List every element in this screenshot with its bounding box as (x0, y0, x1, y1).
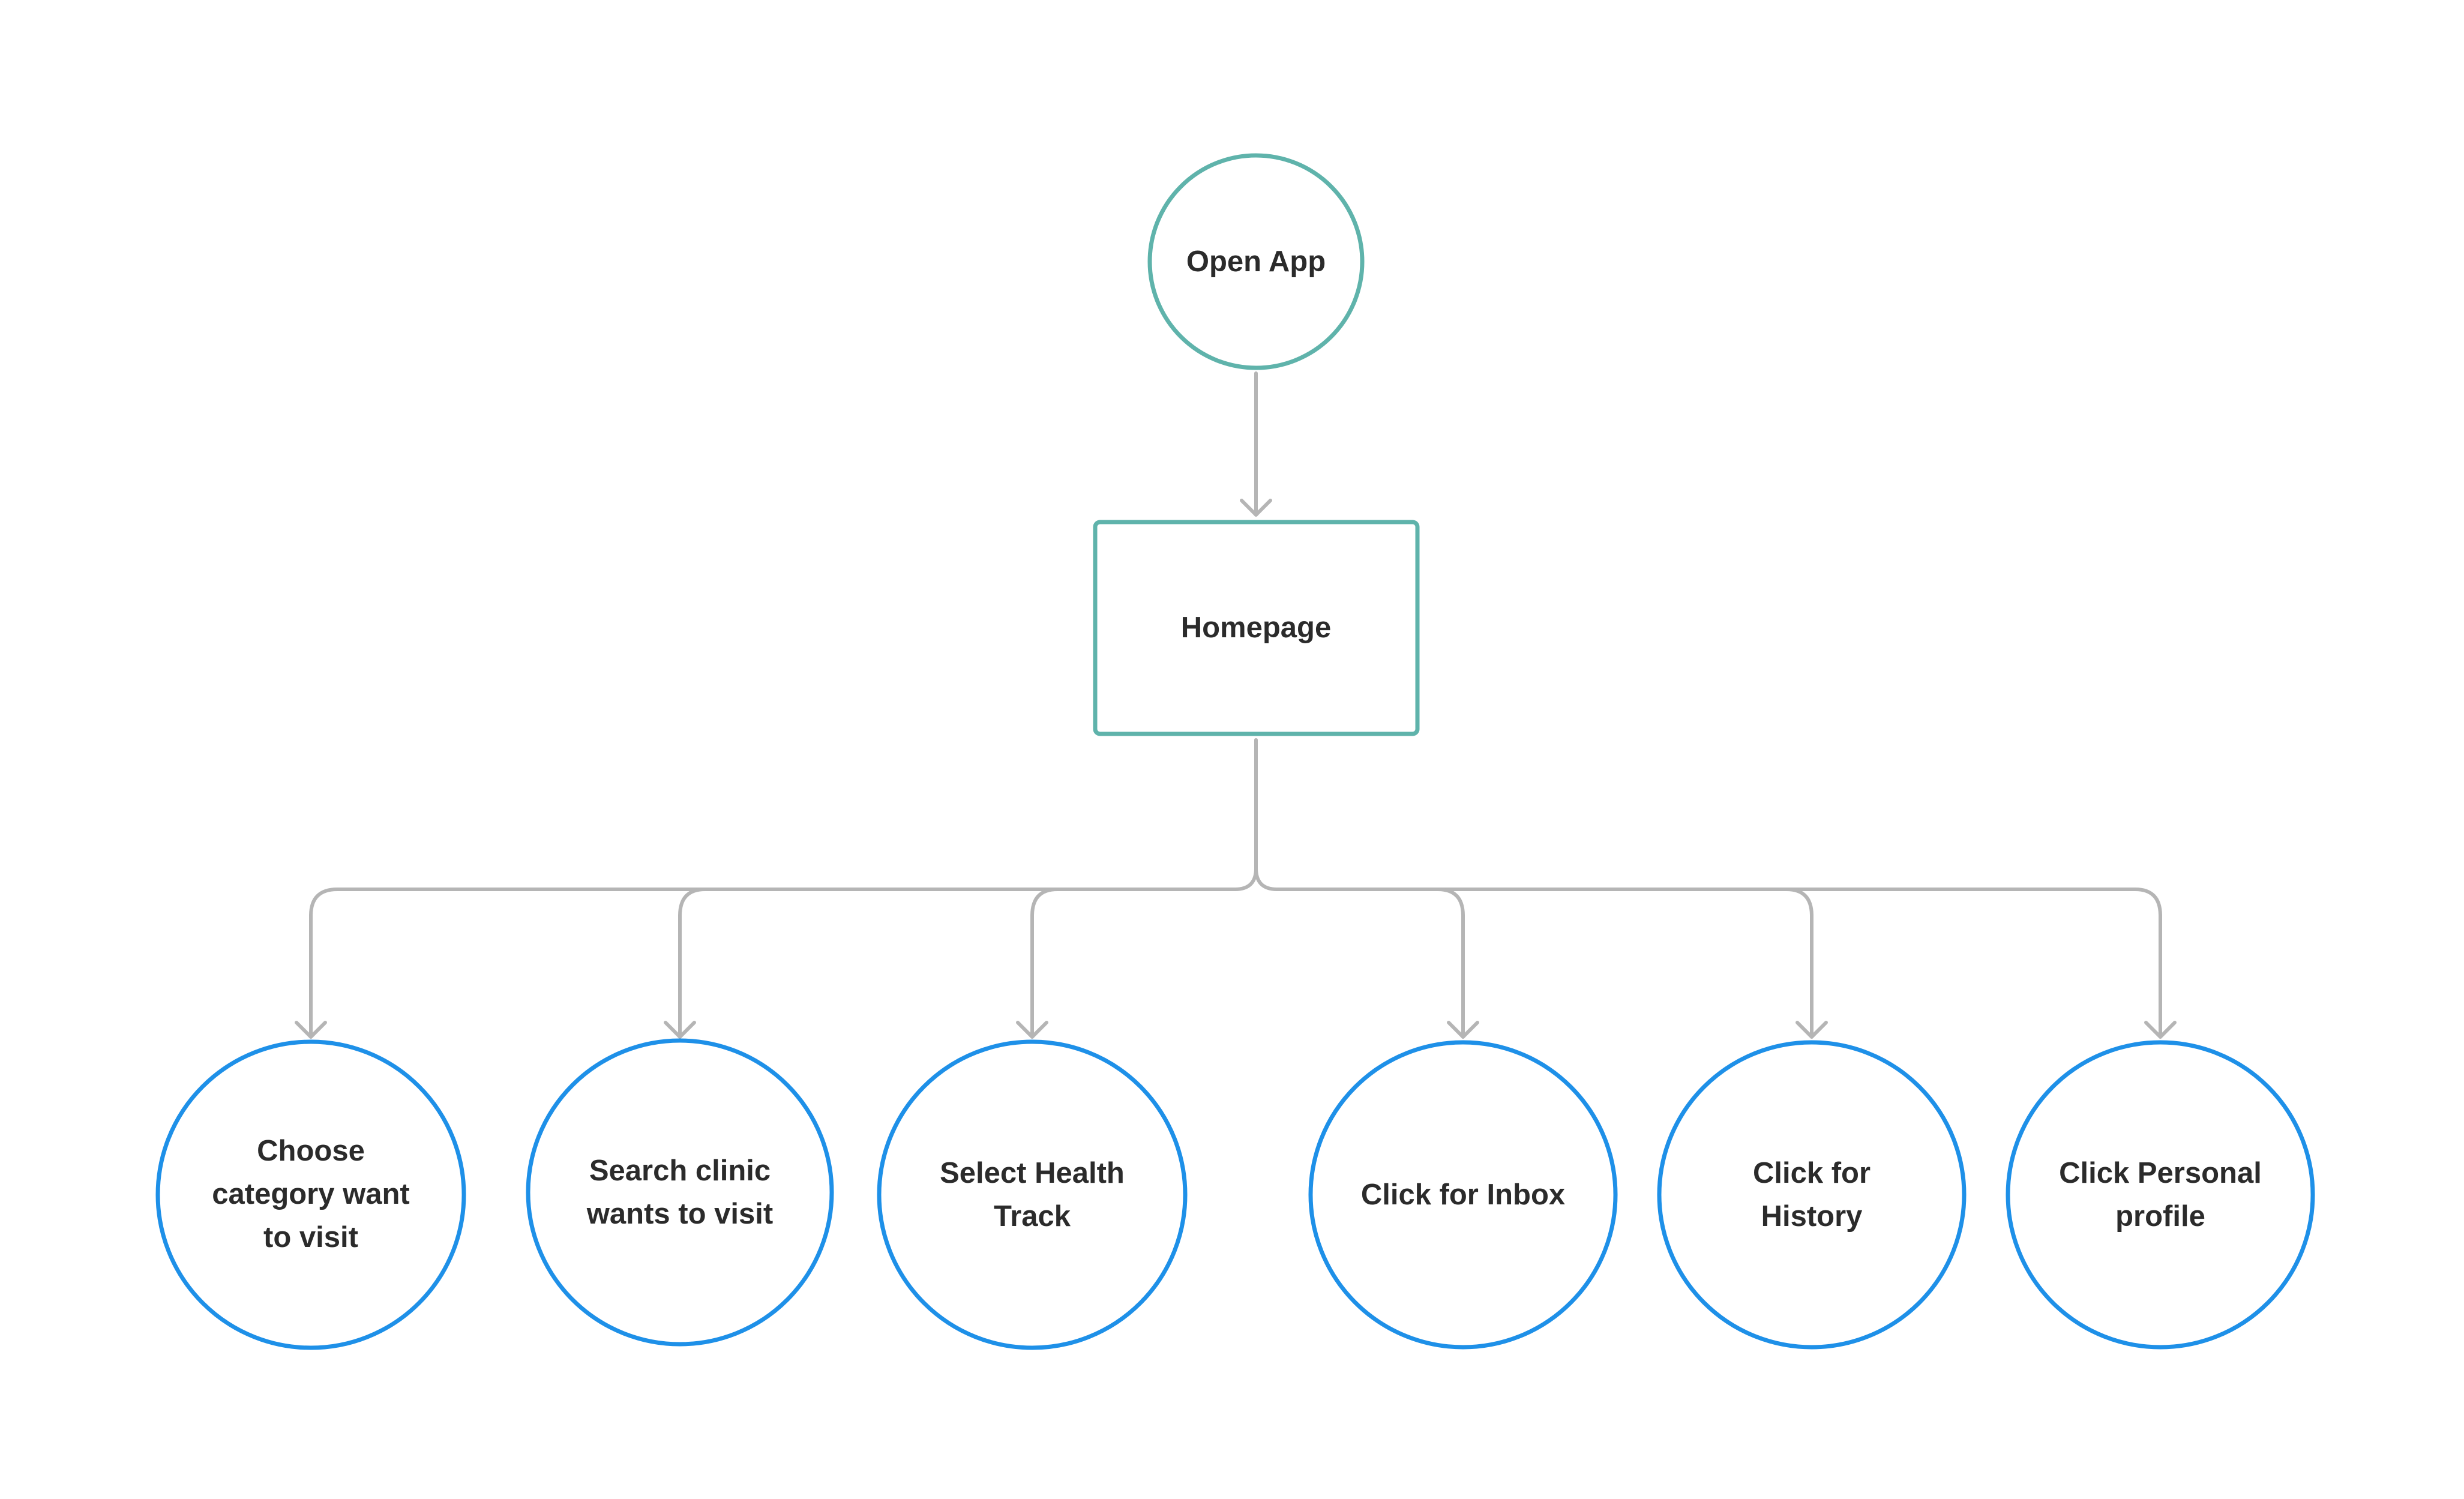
edge-homepage-to-inbox (1436, 888, 1465, 1039)
arrowhead-personal-profile (2144, 1021, 2177, 1039)
edge-homepage-to-search-clinic (678, 888, 707, 1039)
connectors (295, 371, 2177, 1039)
edge-homepage-to-history (1785, 888, 1813, 1039)
open-app-label: Open App (1186, 245, 1326, 278)
arrowhead-homepage (1240, 499, 1272, 517)
choose-category-label: Choose category want to visit (212, 1135, 410, 1254)
action-node-inbox (1308, 1040, 1618, 1350)
inbox-label: Click for Inbox (1360, 1179, 1566, 1211)
edge-homepage-to-choose-category (309, 867, 1258, 1039)
action-node-health-track (877, 1039, 1188, 1350)
search-clinic-label: Search clinic wants to visit (586, 1155, 774, 1230)
action-node-search-clinic (526, 1038, 834, 1347)
arrowhead-inbox (1447, 1021, 1479, 1039)
edge-homepage-right-branch (1254, 867, 2162, 1039)
open-app-node (1147, 153, 1365, 370)
health-track-label: Select Health Track (940, 1157, 1125, 1233)
arrowhead-search-clinic (664, 1021, 696, 1039)
personal-profile-label: Click Personal profile (2059, 1157, 2262, 1233)
edge-homepage-to-health-track (1030, 888, 1059, 1039)
arrowhead-history (1795, 1021, 1828, 1039)
action-node-personal-profile (2006, 1040, 2315, 1350)
homepage-node (1093, 520, 1420, 736)
homepage-label: Homepage (1180, 611, 1332, 644)
arrowhead-choose-category (295, 1021, 327, 1039)
action-node-history (1657, 1040, 1967, 1350)
action-node-choose-category (155, 1039, 466, 1350)
arrowhead-health-track (1016, 1021, 1048, 1039)
history-label: Click for History (1752, 1157, 1871, 1233)
